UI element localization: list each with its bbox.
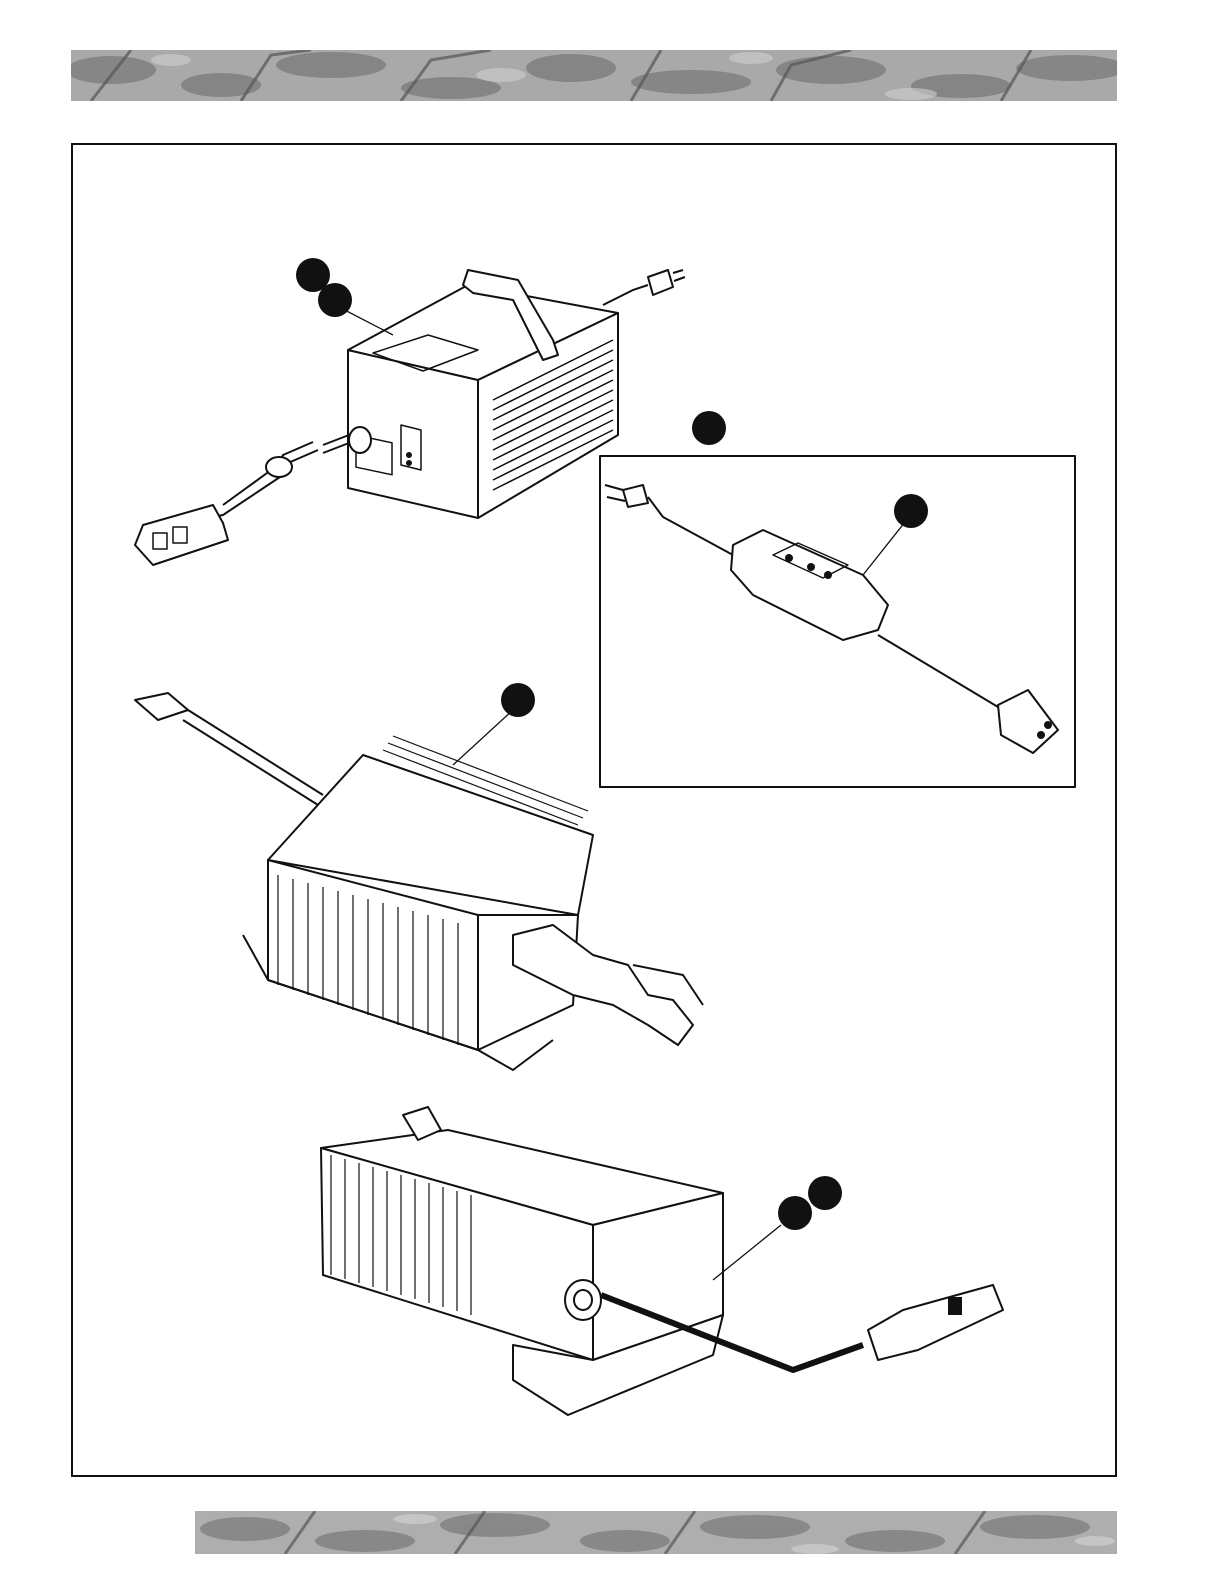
finned-charger-with-harness xyxy=(135,693,703,1070)
figure-illustration xyxy=(73,145,1119,1479)
finned-charger-with-plug xyxy=(321,1107,1003,1415)
figure-frame xyxy=(71,143,1117,1477)
footer-camo-banner xyxy=(195,1511,1117,1554)
callout-4 xyxy=(501,683,535,717)
callout-1b xyxy=(318,283,352,317)
camo-pattern-icon xyxy=(195,1511,1117,1554)
charger-box-unit xyxy=(135,270,685,565)
callout-5b xyxy=(808,1176,842,1210)
camo-pattern-icon xyxy=(71,50,1117,101)
inline-charger-cord xyxy=(605,485,1058,753)
header-camo-banner xyxy=(71,50,1117,101)
callout-3 xyxy=(894,494,928,528)
callout-5a xyxy=(778,1196,812,1230)
callout-2 xyxy=(692,411,726,445)
